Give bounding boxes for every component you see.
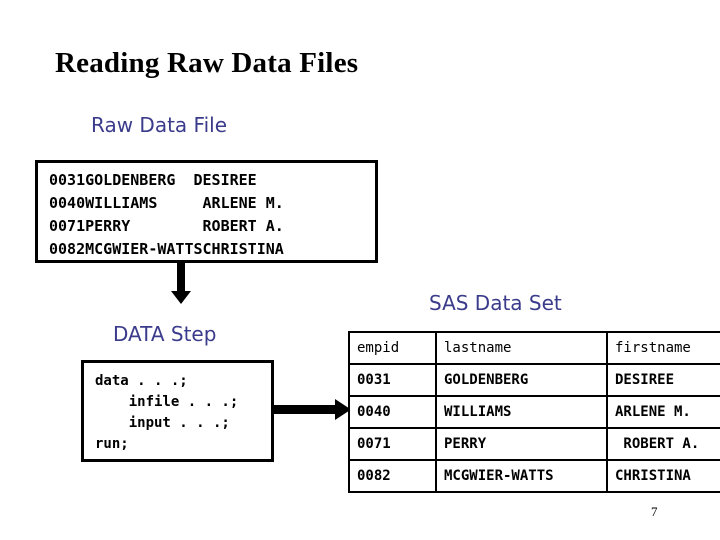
table-row: 0040 WILLIAMS ARLENE M. (348, 395, 720, 429)
cell-firstname: ARLENE M. (606, 395, 720, 429)
arrow-right-icon (273, 396, 351, 422)
data-step-code-box: data . . .; infile . . .; input . . .; r… (81, 360, 274, 462)
cell-empid: 0040 (348, 395, 437, 429)
column-header-empid: empid (348, 331, 437, 365)
table-row: 0082 MCGWIER-WATTS CHRISTINA (348, 459, 720, 493)
table-row: 0031 GOLDENBERG DESIREE (348, 363, 720, 397)
arrow-down-icon (169, 262, 193, 304)
cell-firstname: CHRISTINA (606, 459, 720, 493)
data-step-code-content: data . . .; infile . . .; input . . .; r… (95, 373, 239, 452)
cell-firstname: ROBERT A. (606, 427, 720, 461)
cell-lastname: PERRY (435, 427, 608, 461)
column-header-firstname: firstname (606, 331, 720, 365)
cell-lastname: GOLDENBERG (435, 363, 608, 397)
sas-data-set-caption: SAS Data Set (429, 291, 562, 315)
page-title: Reading Raw Data Files (55, 47, 359, 79)
column-header-lastname: lastname (435, 331, 608, 365)
sas-data-set-table: empid lastname firstname 0031 GOLDENBERG… (348, 331, 720, 493)
cell-lastname: MCGWIER-WATTS (435, 459, 608, 493)
cell-empid: 0071 (348, 427, 437, 461)
data-step-caption: DATA Step (113, 322, 217, 346)
raw-data-file-caption: Raw Data File (91, 113, 228, 137)
raw-data-file-box: 0031GOLDENBERG DESIREE 0040WILLIAMS ARLE… (35, 160, 378, 263)
cell-firstname: DESIREE (606, 363, 720, 397)
table-header-row: empid lastname firstname (348, 331, 720, 365)
raw-data-file-content: 0031GOLDENBERG DESIREE 0040WILLIAMS ARLE… (49, 171, 284, 258)
table-row: 0071 PERRY ROBERT A. (348, 427, 720, 461)
page-number: 7 (651, 504, 658, 519)
cell-empid: 0031 (348, 363, 437, 397)
cell-empid: 0082 (348, 459, 437, 493)
cell-lastname: WILLIAMS (435, 395, 608, 429)
